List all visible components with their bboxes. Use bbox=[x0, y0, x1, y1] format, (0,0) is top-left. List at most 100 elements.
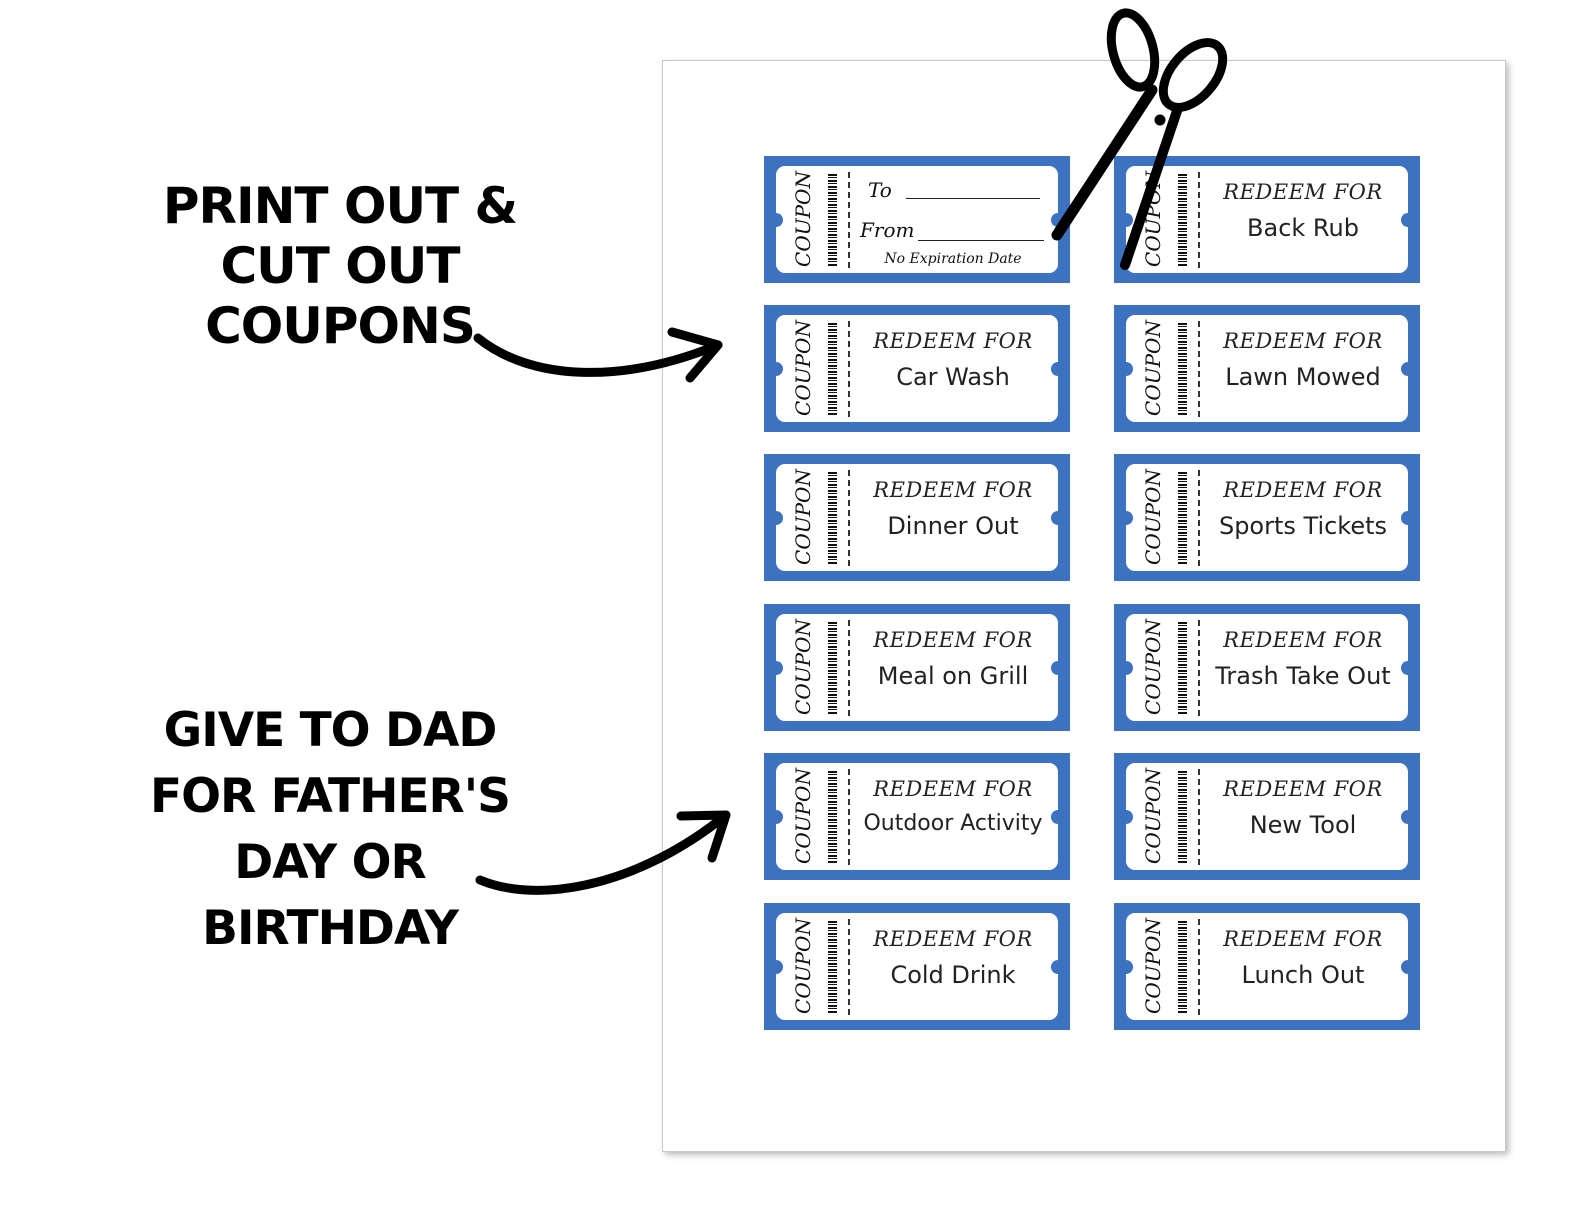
coupon-item: Lawn Mowed bbox=[1225, 363, 1381, 391]
coupon-body: REDEEM FOR Meal on Grill bbox=[854, 614, 1052, 721]
perforation-line bbox=[848, 769, 850, 865]
redeem-label: REDEEM FOR bbox=[1223, 927, 1383, 951]
coupon-to-from: COUPON To From No Expiration Date bbox=[764, 156, 1070, 283]
coupon-item: Outdoor Activity bbox=[863, 811, 1043, 836]
coupon-body: REDEEM FOR Lunch Out bbox=[1204, 913, 1402, 1020]
redeem-label: REDEEM FOR bbox=[873, 628, 1033, 652]
coupon-notch bbox=[1051, 660, 1065, 675]
coupon-body: REDEEM FOR Car Wash bbox=[854, 315, 1052, 422]
coupon-item: Cold Drink bbox=[890, 961, 1016, 989]
redeem-label: REDEEM FOR bbox=[1223, 628, 1383, 652]
perforation-line bbox=[848, 172, 850, 268]
redeem-label: REDEEM FOR bbox=[1223, 180, 1383, 204]
perforation-line bbox=[1198, 172, 1200, 268]
coupon-item: New Tool bbox=[1249, 811, 1357, 839]
barcode-icon bbox=[828, 771, 837, 863]
coupon-notch bbox=[769, 510, 783, 525]
barcode-icon bbox=[1178, 174, 1187, 266]
coupon-notch bbox=[1401, 212, 1415, 227]
coupon-notch bbox=[769, 809, 783, 824]
scissors-icon bbox=[1051, 8, 1228, 270]
barcode-icon bbox=[828, 622, 837, 714]
barcode-icon bbox=[828, 323, 837, 415]
perforation-line bbox=[1198, 321, 1200, 417]
coupon-notch bbox=[1051, 361, 1065, 376]
instruction-line: DAY OR bbox=[234, 835, 426, 890]
coupon-item: Trash Take Out bbox=[1215, 662, 1391, 690]
perforation-line bbox=[1198, 919, 1200, 1015]
perforation-line bbox=[1198, 769, 1200, 865]
instruction-line: FOR FATHER'S bbox=[150, 769, 511, 824]
barcode-icon bbox=[1178, 622, 1187, 714]
to-line bbox=[906, 198, 1040, 199]
instruction-line: GIVE TO DAD bbox=[163, 703, 498, 758]
coupon-notch bbox=[769, 361, 783, 376]
from-line bbox=[918, 240, 1044, 241]
coupon-notch bbox=[1051, 809, 1065, 824]
coupon-body: REDEEM FOR Back Rub bbox=[1204, 166, 1402, 273]
perforation-line bbox=[848, 321, 850, 417]
coupon-item: Back Rub bbox=[1247, 214, 1359, 242]
redeem-label: REDEEM FOR bbox=[1223, 777, 1383, 801]
coupon-notch bbox=[1401, 660, 1415, 675]
barcode-icon bbox=[828, 174, 837, 266]
coupon-notch bbox=[1401, 959, 1415, 974]
to-label: To bbox=[868, 178, 892, 202]
redeem-label: REDEEM FOR bbox=[873, 329, 1033, 353]
perforation-line bbox=[848, 620, 850, 716]
coupon-body: REDEEM FOR Trash Take Out bbox=[1204, 614, 1402, 721]
coupon-notch bbox=[1051, 959, 1065, 974]
coupon-notch bbox=[769, 212, 783, 227]
perforation-line bbox=[848, 470, 850, 566]
coupon-item: Dinner Out bbox=[887, 512, 1019, 540]
barcode-icon bbox=[828, 472, 837, 564]
coupon-notch bbox=[1119, 660, 1133, 675]
redeem-label: REDEEM FOR bbox=[1223, 478, 1383, 502]
coupon-body: REDEEM FOR Sports Tickets bbox=[1204, 464, 1402, 571]
perforation-line bbox=[1198, 470, 1200, 566]
barcode-icon bbox=[1178, 472, 1187, 564]
perforation-line bbox=[848, 919, 850, 1015]
coupon-item: Lunch Out bbox=[1241, 961, 1365, 989]
coupon-body: REDEEM FOR New Tool bbox=[1204, 763, 1402, 870]
coupon-item: Sports Tickets bbox=[1218, 512, 1388, 540]
perforation-line bbox=[1198, 620, 1200, 716]
coupon-body: To From No Expiration Date bbox=[854, 166, 1052, 273]
instruction-line: PRINT OUT & bbox=[162, 177, 518, 235]
redeem-label: REDEEM FOR bbox=[873, 777, 1033, 801]
from-label: From bbox=[860, 218, 915, 242]
coupon-item: Meal on Grill bbox=[877, 662, 1029, 690]
coupon-notch bbox=[1119, 361, 1133, 376]
coupon-body: REDEEM FOR Outdoor Activity bbox=[854, 763, 1052, 870]
give-to-dad-instruction: GIVE TO DAD FOR FATHER'S DAY OR BIRTHDAY bbox=[110, 698, 550, 962]
coupon-notch bbox=[769, 660, 783, 675]
coupon-card: COUPON To From No Expiration Date bbox=[769, 166, 1065, 273]
coupon-item: Car Wash bbox=[896, 363, 1010, 391]
coupon-notch bbox=[1401, 510, 1415, 525]
barcode-icon bbox=[1178, 323, 1187, 415]
coupon-notch bbox=[1119, 510, 1133, 525]
coupon-notch bbox=[1119, 809, 1133, 824]
printable-sheet: COUPON To From No Expiration Date COUPON… bbox=[662, 60, 1506, 1152]
coupon-notch bbox=[1401, 361, 1415, 376]
coupon-body: REDEEM FOR Dinner Out bbox=[854, 464, 1052, 571]
redeem-label: REDEEM FOR bbox=[873, 478, 1033, 502]
